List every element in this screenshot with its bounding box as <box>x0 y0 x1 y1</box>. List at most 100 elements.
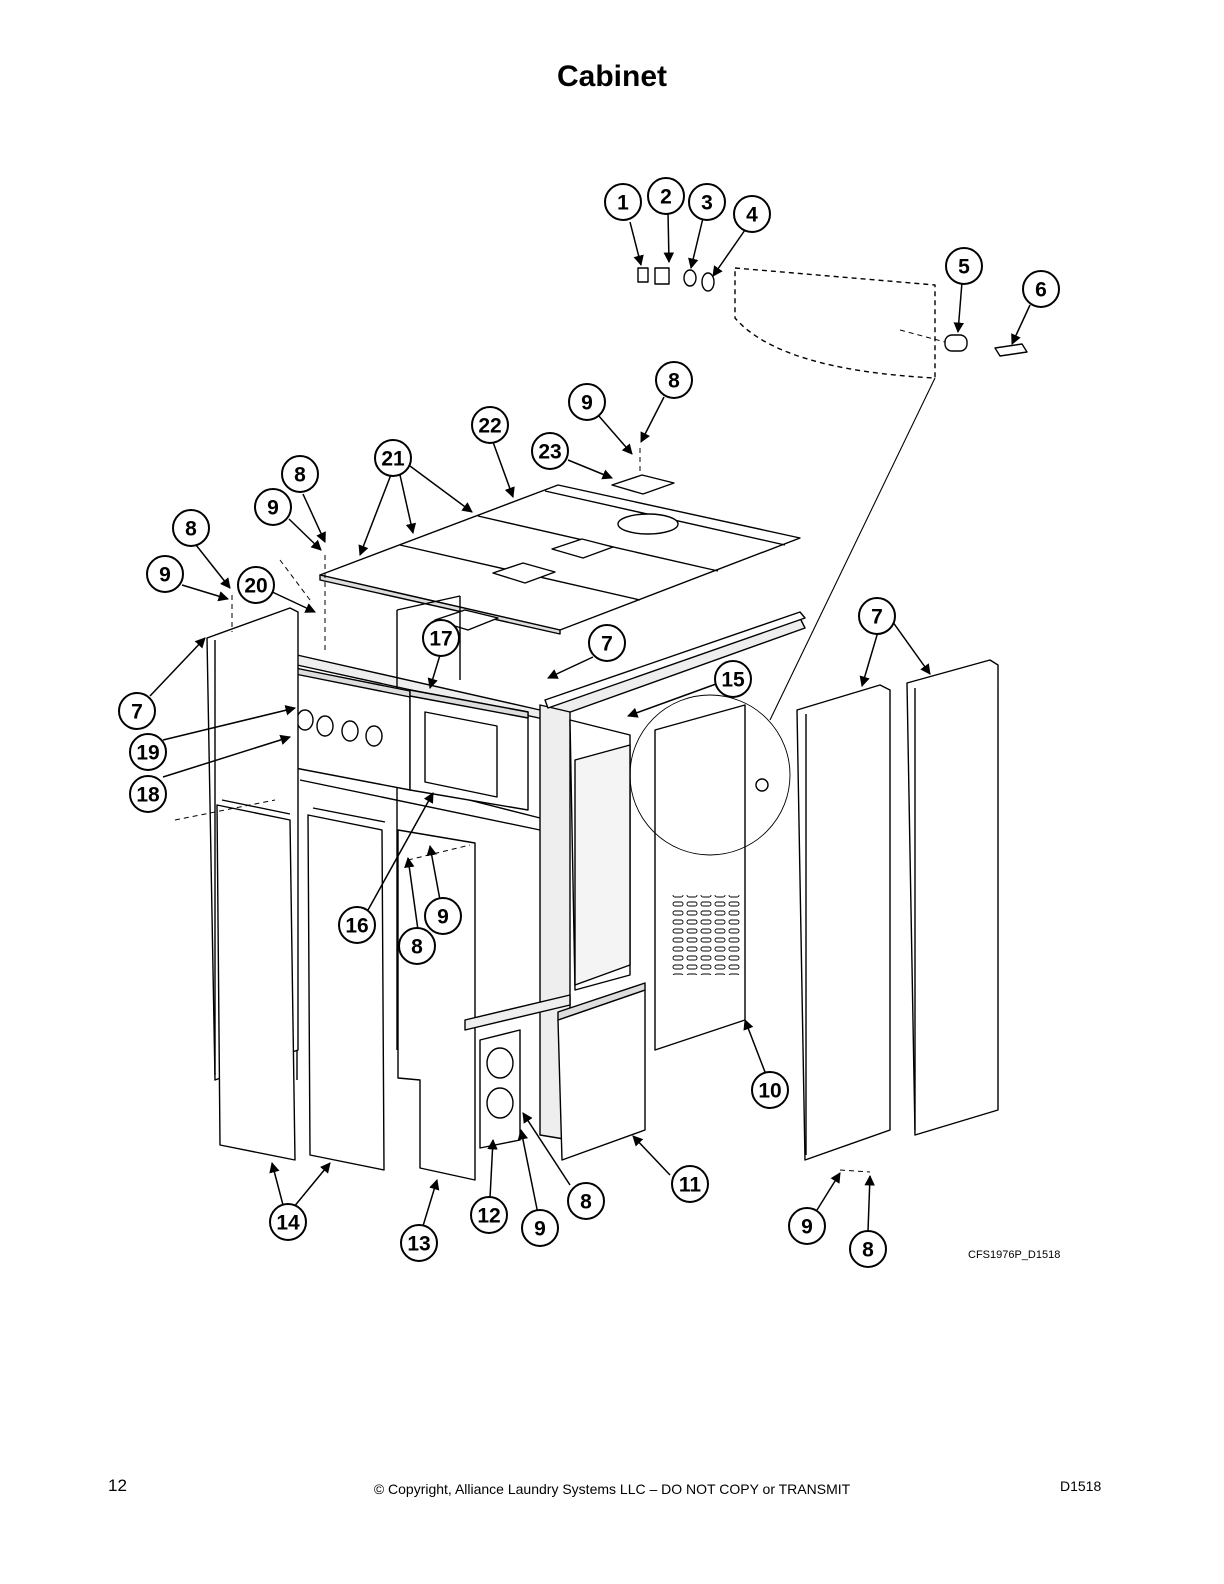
callout-20: 20 <box>237 566 275 604</box>
callout-number: 3 <box>701 192 713 215</box>
callout-circle <box>398 927 436 965</box>
hardware-guides <box>174 329 946 1173</box>
callout-number: 9 <box>801 1216 813 1239</box>
callout-8: 8 <box>655 361 693 399</box>
callout-8: 8 <box>172 509 210 547</box>
callout-circle <box>788 1207 826 1245</box>
callout-circle <box>733 195 771 233</box>
callout-18: 18 <box>129 775 167 813</box>
callout-9: 9 <box>424 897 462 935</box>
callout-16: 16 <box>338 906 376 944</box>
callout-number: 5 <box>958 256 970 279</box>
callout-19: 19 <box>129 733 167 771</box>
callout-circle <box>567 1182 605 1220</box>
callout-number: 8 <box>294 464 306 487</box>
callout-7: 7 <box>118 692 156 730</box>
bracket-panel-15 <box>569 719 631 991</box>
callout-circle <box>172 509 210 547</box>
callout-2: 2 <box>647 177 685 215</box>
callout-circle <box>688 183 726 221</box>
callout-circle <box>751 1071 789 1109</box>
callout-7: 7 <box>858 597 896 635</box>
callout-9: 9 <box>788 1207 826 1245</box>
callout-number: 19 <box>136 742 159 765</box>
callout-circle <box>146 555 184 593</box>
callout-number: 9 <box>581 392 593 415</box>
callout-number: 4 <box>746 204 758 227</box>
callout-number: 14 <box>276 1212 300 1235</box>
callout-9: 9 <box>146 555 184 593</box>
callout-number: 8 <box>668 370 680 393</box>
callout-6: 6 <box>1022 270 1060 308</box>
callout-number: 7 <box>601 633 613 656</box>
callout-circle <box>254 488 292 526</box>
callout-number: 10 <box>758 1080 781 1103</box>
callout-circle <box>470 1196 508 1234</box>
callout-circle <box>129 775 167 813</box>
callout-number: 15 <box>721 669 745 692</box>
callout-15: 15 <box>714 660 752 698</box>
page-title: Cabinet <box>556 60 667 93</box>
callout-number: 12 <box>477 1205 500 1228</box>
callout-circle <box>568 383 606 421</box>
callout-7: 7 <box>588 624 626 662</box>
callout-9: 9 <box>254 488 292 526</box>
callout-number: 21 <box>381 448 405 471</box>
callout-number: 7 <box>871 606 883 629</box>
callout-11: 11 <box>671 1165 709 1203</box>
page-number: 12 <box>108 1476 127 1495</box>
callout-circle <box>945 247 983 285</box>
callout-12: 12 <box>470 1196 508 1234</box>
callout-number: 9 <box>534 1218 546 1241</box>
callout-number: 6 <box>1035 279 1047 302</box>
callout-circle <box>714 660 752 698</box>
callout-circle <box>281 455 319 493</box>
top-panel-assembly <box>319 474 801 635</box>
callout-number: 13 <box>407 1233 430 1256</box>
callout-number: 18 <box>136 784 160 807</box>
callout-circle <box>422 619 460 657</box>
callout-number: 17 <box>429 628 452 651</box>
callout-number: 1 <box>617 192 629 215</box>
callout-8: 8 <box>567 1182 605 1220</box>
top-panel-lock-detail <box>637 267 1028 379</box>
callout-5: 5 <box>945 247 983 285</box>
callout-circle <box>237 566 275 604</box>
callout-circle <box>849 1230 887 1268</box>
callout-circle <box>1022 270 1060 308</box>
right-side-panels-7 <box>796 659 999 1161</box>
detail-circle <box>629 694 791 856</box>
callout-8: 8 <box>281 455 319 493</box>
callout-13: 13 <box>400 1224 438 1262</box>
callout-circle <box>400 1224 438 1262</box>
callout-4: 4 <box>733 195 771 233</box>
front-panels-14 <box>216 799 386 1171</box>
callout-circle <box>118 692 156 730</box>
callout-circle <box>671 1165 709 1203</box>
access-door-10 <box>654 704 769 1051</box>
detail-leader <box>769 377 936 721</box>
callout-circle <box>471 406 509 444</box>
drawing-code: CFS1976P_D1518 <box>968 1249 1061 1261</box>
callout-number: 9 <box>159 564 171 587</box>
callout-number: 9 <box>437 906 449 929</box>
callout-circle <box>129 733 167 771</box>
callout-number: 20 <box>244 575 267 598</box>
callout-8: 8 <box>398 927 436 965</box>
callout-circle <box>424 897 462 935</box>
callout-circle <box>588 624 626 662</box>
cover-plate <box>611 474 675 495</box>
callout-14: 14 <box>269 1203 307 1241</box>
callout-3: 3 <box>688 183 726 221</box>
callout-circle <box>531 432 569 470</box>
callout-22: 22 <box>471 406 509 444</box>
callout-circle <box>604 183 642 221</box>
callout-circle <box>374 439 412 477</box>
callout-circle <box>269 1203 307 1241</box>
callout-circle <box>858 597 896 635</box>
callout-23: 23 <box>531 432 569 470</box>
callout-9: 9 <box>521 1209 559 1247</box>
callout-circle <box>338 906 376 944</box>
